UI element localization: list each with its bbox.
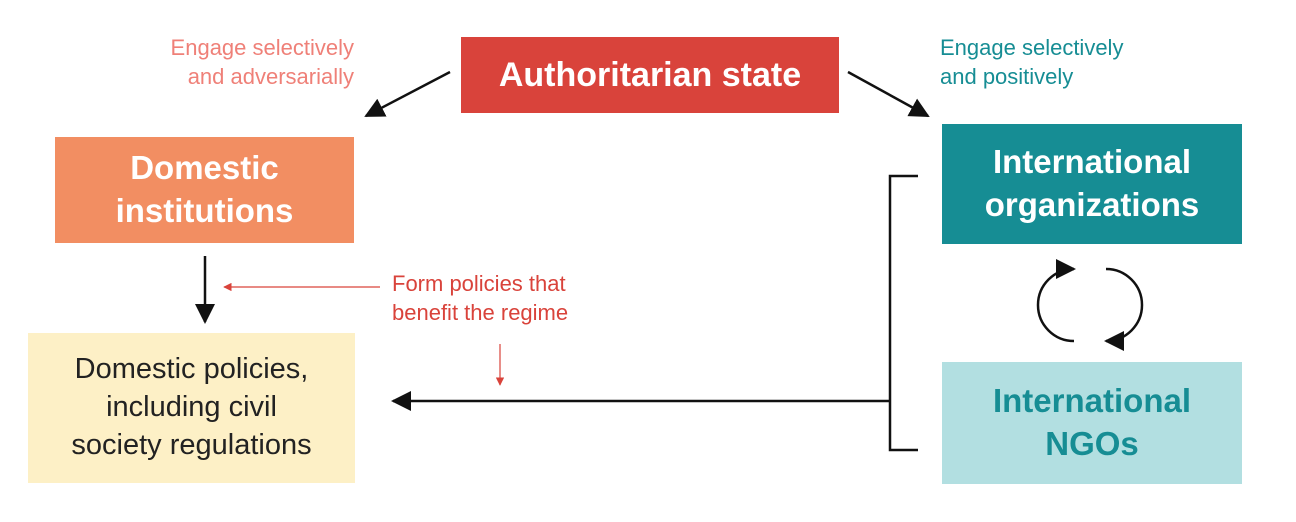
arrow-state-to-domestic-institutions (364, 70, 451, 118)
circular-arrows-icon (1036, 259, 1144, 351)
arrow-state-to-international-organizations (847, 70, 930, 118)
international-ngos-box: International NGOs (942, 362, 1242, 484)
authoritarian-state-label: Authoritarian state (498, 55, 802, 94)
international-organizations-box: International organizations (942, 124, 1242, 244)
international-bracket (888, 174, 918, 452)
engage-positively-label: Engage selectively and positively (940, 35, 1124, 89)
domestic-institutions-box: Domestic institutions (55, 137, 354, 243)
domestic-policies-box: Domestic policies, including civil socie… (28, 333, 355, 483)
domestic-institutions-label: Domestic institutions (115, 149, 294, 229)
authoritarian-state-box: Authoritarian state (461, 37, 839, 113)
international-ngos-label: International NGOs (992, 382, 1192, 462)
form-policies-label: Form policies that benefit the regime (392, 271, 569, 325)
domestic-policies-label: Domestic policies, including civil socie… (71, 353, 312, 461)
international-organizations-label: International organizations (984, 143, 1200, 223)
engage-adversarially-label: Engage selectively and adversarially (170, 35, 354, 89)
